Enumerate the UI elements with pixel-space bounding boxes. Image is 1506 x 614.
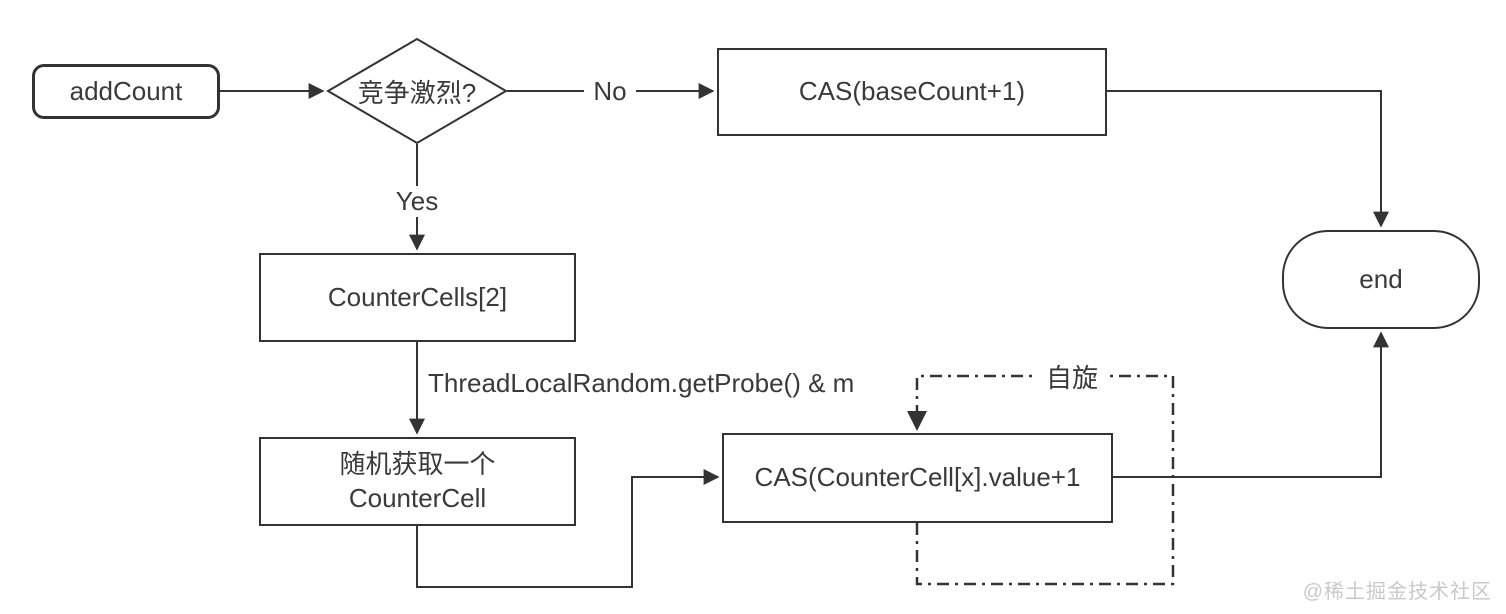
decision-diamond-shape [326,37,508,145]
edge-random-to-cascell [416,469,720,588]
node-addcount-label: addCount [69,75,183,106]
node-random-get-countercell: 随机获取一个 CounterCell [259,437,576,526]
edge-casbase-to-end [1107,90,1389,228]
edge-cascell-to-end [1113,331,1389,478]
node-decision-label: 竞争激烈? [357,77,477,108]
watermark-juejin: @稀土掘金技术社区 [1302,581,1492,603]
node-addcount: addCount [32,64,220,119]
edge-label-yes: Yes [385,186,449,217]
node-cas-countercell-label: CAS(CounterCell[x].value+1 [754,462,1081,493]
node-cas-basecount: CAS(baseCount+1) [717,48,1107,136]
edge-label-getprobe: ThreadLocalRandom.getProbe() & m [426,367,857,398]
node-decision: 竞争激烈? [330,75,504,108]
node-countercells-label: CounterCells[2] [327,281,508,312]
edge-label-spin: 自旋 [1036,361,1108,393]
edge-spin-loop [907,374,1175,586]
node-cas-basecount-label: CAS(baseCount+1) [798,76,1026,107]
node-random-get-line1: 随机获取一个 [339,448,496,479]
node-countercells: CounterCells[2] [259,253,576,342]
node-end-label: end [1359,263,1403,294]
edge-label-no: No [584,76,636,106]
node-random-get-line2: CounterCell [348,482,487,513]
node-end: end [1282,230,1480,329]
node-cas-countercell: CAS(CounterCell[x].value+1 [722,433,1113,523]
